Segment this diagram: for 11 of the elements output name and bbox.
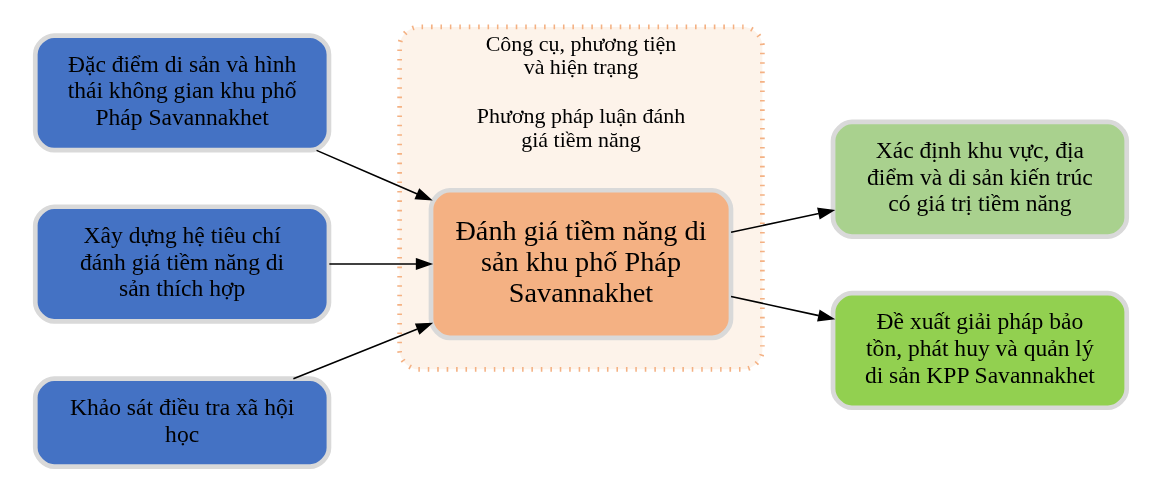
arrow [328, 258, 434, 271]
arrow [730, 207, 836, 234]
arrow [315, 149, 433, 201]
node-box: Đề xuất giải pháp bảo tồn, phát huy và quản lý di sản KPP Savannakhet [830, 290, 1130, 411]
node-box: Khảo sát điều tra xã hội học [32, 376, 332, 469]
arrow [292, 322, 434, 380]
node-box: Xây dựng hệ tiêu chí đánh giá tiềm năng di sản thích hợp [32, 204, 332, 324]
arrow [730, 295, 836, 322]
node-box: Xác định khu vực, địa điểm và di sản kiến trúc có giá trị tiềm năng [830, 119, 1130, 239]
node-box: Đánh giá tiềm năng di sản khu phố Pháp Savannakhet [428, 187, 734, 341]
node-box: Đặc điểm di sản và hình thái không gian khu phố Pháp Savannakhet [32, 33, 332, 153]
